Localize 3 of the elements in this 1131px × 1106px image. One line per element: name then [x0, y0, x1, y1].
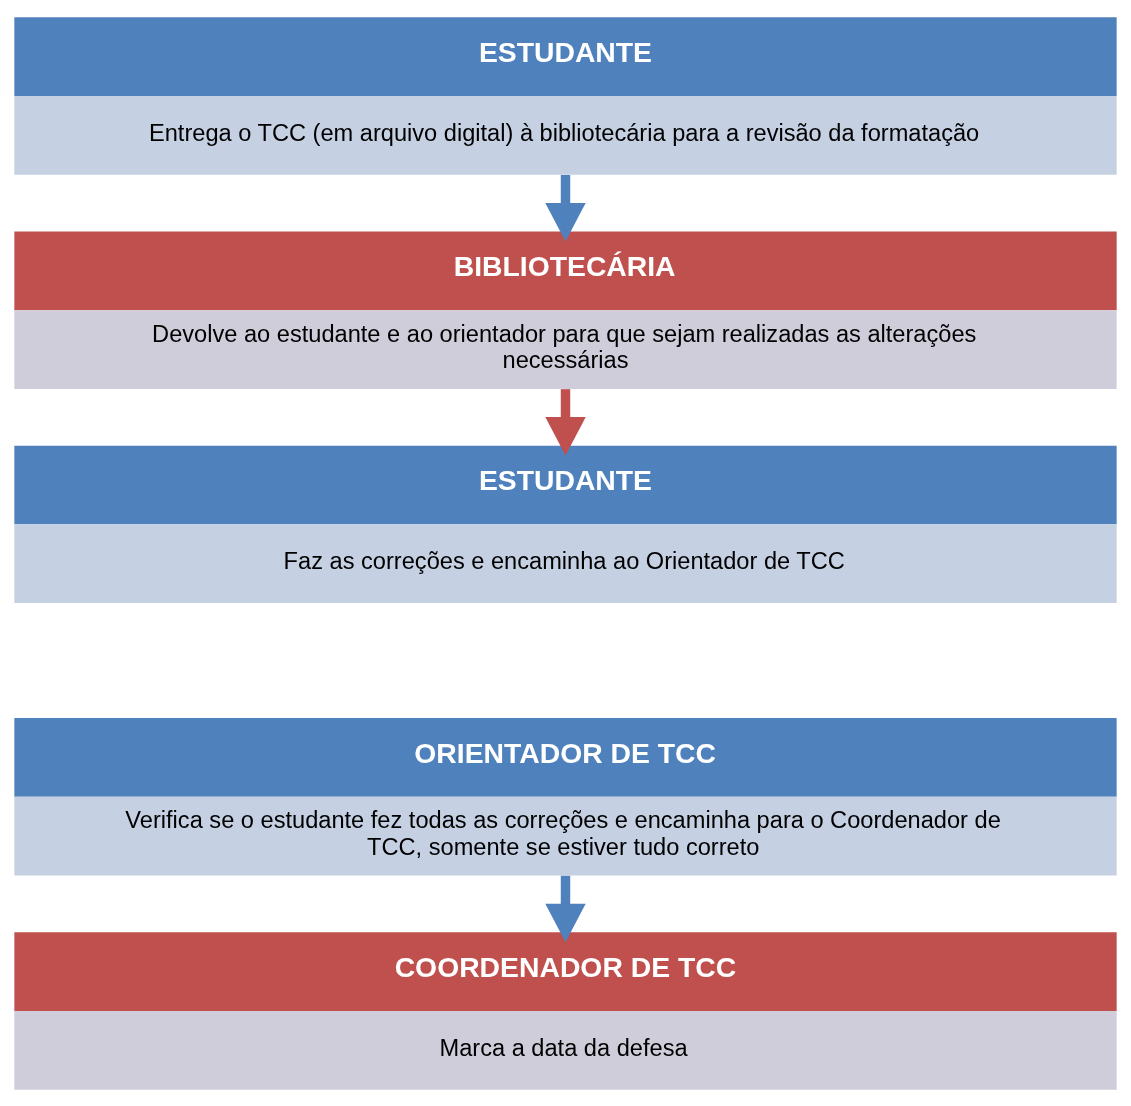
arrow [545, 875, 586, 942]
arrow [545, 174, 586, 241]
arrow [545, 388, 586, 456]
